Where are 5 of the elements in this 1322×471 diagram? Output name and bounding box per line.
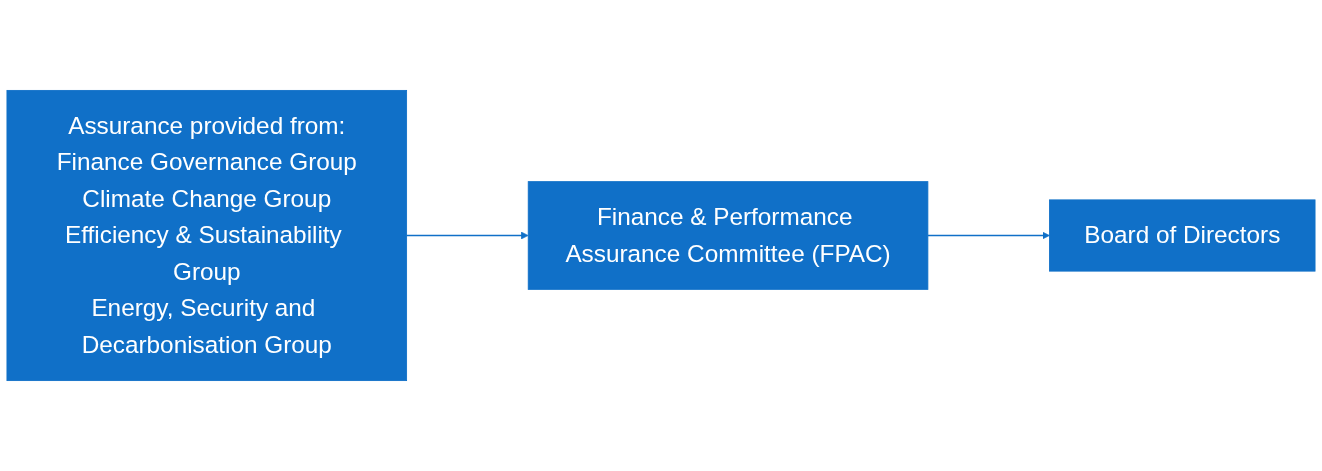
- arrow: [405, 231, 529, 240]
- arrow: [927, 231, 1050, 240]
- node-box: Board of Directors: [1049, 199, 1316, 272]
- node-box: Assurance provided from: Finance Governance Group Climate Change Group Efficiency & Sustainability Group Energy, Security and Decarbonisation Group: [6, 89, 408, 382]
- node-box: Finance & Performance Assurance Committee (FPAC): [527, 181, 929, 290]
